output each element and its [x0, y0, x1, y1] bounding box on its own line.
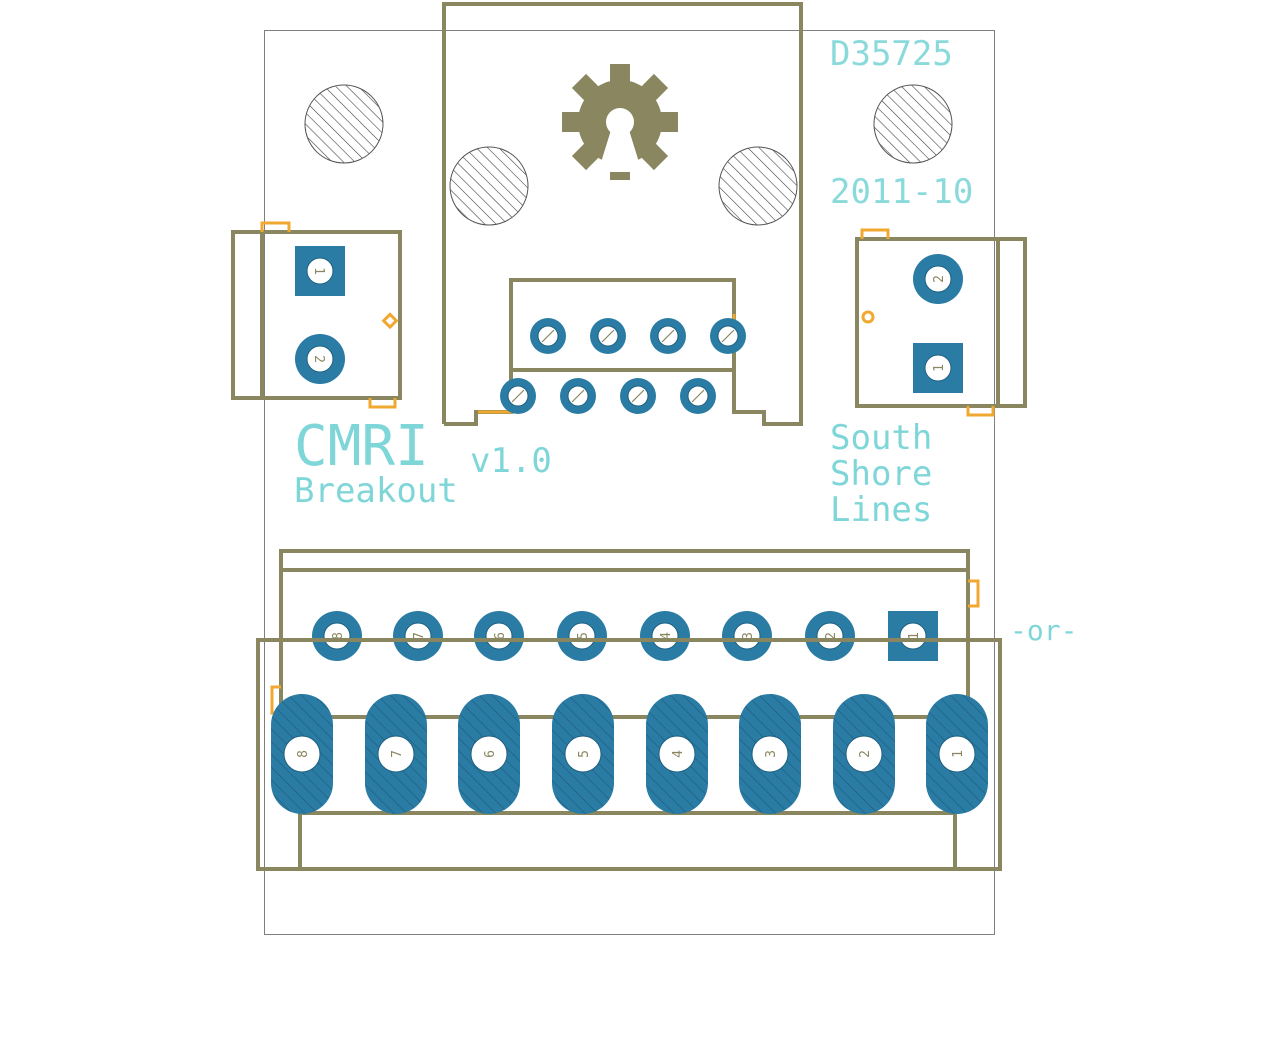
terminal-pad: 5	[552, 694, 614, 814]
pin-header: 8 7 6 5 4 3 2 1	[279, 549, 980, 719]
terminal-pad: 6	[458, 694, 520, 814]
mounting-holes	[304, 84, 953, 226]
header-pad: 3	[722, 611, 772, 661]
terminal-pin-label: 6	[483, 750, 498, 758]
board-outline	[264, 30, 995, 935]
silkscreen-text: D35725 2011-10 CMRI Breakout v1.0 South …	[294, 34, 1077, 647]
header-pin-label: 1	[907, 632, 922, 640]
screw-terminal-block: 8 7 6 5 4 3 2 1	[256, 638, 1002, 871]
maker-line-2: Shore	[830, 454, 932, 494]
header-pad: 2	[805, 611, 855, 661]
rj45-pad	[680, 378, 716, 414]
mounting-hole-icon	[873, 84, 953, 164]
header-pad: 5	[557, 611, 607, 661]
terminal-pad: 1	[926, 694, 988, 814]
header-pin-label: 6	[493, 632, 508, 640]
rj45-pad	[620, 378, 656, 414]
header-pin-label: 5	[576, 632, 591, 640]
header-pin-label: 8	[331, 632, 346, 640]
right-jack: 2 1	[855, 228, 1027, 417]
rj45-pad	[650, 318, 686, 354]
board-subtitle: Breakout	[294, 471, 458, 511]
terminal-pin-label: 7	[390, 750, 405, 758]
header-pin-label: 7	[412, 632, 427, 640]
right-jack-pin-label: 2	[932, 275, 947, 283]
left-jack-pin-label: 2	[311, 355, 326, 363]
terminal-pad: 2	[833, 694, 895, 814]
board-title: CMRI	[294, 414, 429, 479]
part-number: D35725	[830, 34, 953, 74]
mounting-hole-icon	[718, 146, 798, 226]
terminal-pad: 7	[365, 694, 427, 814]
header-pin-label: 3	[741, 632, 756, 640]
rj45-pad	[530, 318, 566, 354]
version-label: v1.0	[470, 441, 552, 481]
terminal-pin-label: 5	[577, 750, 592, 758]
maker-line-3: Lines	[830, 490, 932, 530]
terminal-pin-label: 4	[671, 750, 686, 758]
rj45-pad	[710, 318, 746, 354]
maker-line-1: South	[830, 418, 932, 458]
terminal-pad: 3	[739, 694, 801, 814]
alternative-note: -or-	[1010, 614, 1077, 647]
open-hardware-gear-icon	[562, 64, 678, 180]
rj45-pad	[560, 378, 596, 414]
header-pin-label: 4	[659, 632, 674, 640]
header-pad: 1	[888, 611, 938, 661]
header-pad: 4	[640, 611, 690, 661]
mounting-hole-icon	[304, 84, 384, 164]
rj45-pad	[590, 318, 626, 354]
date-code: 2011-10	[830, 172, 973, 212]
terminal-pin-label: 8	[296, 750, 311, 758]
terminal-pin-label: 1	[951, 750, 966, 758]
rj45-pad	[500, 378, 536, 414]
mounting-hole-icon	[449, 146, 529, 226]
terminal-pad: 8	[271, 694, 333, 814]
left-jack-pin-label: 1	[311, 267, 326, 275]
rj45-pads	[478, 314, 746, 414]
header-pad: 8	[312, 611, 362, 661]
rj45-connector	[442, 2, 803, 426]
header-pad: 6	[474, 611, 524, 661]
terminal-pin-label: 3	[764, 750, 779, 758]
terminal-pin-label: 2	[858, 750, 873, 758]
left-jack: 1 2	[231, 221, 402, 409]
header-pad: 7	[393, 611, 443, 661]
terminal-pad: 4	[646, 694, 708, 814]
right-jack-pin-label: 1	[932, 364, 947, 372]
header-pin-label: 2	[824, 632, 839, 640]
